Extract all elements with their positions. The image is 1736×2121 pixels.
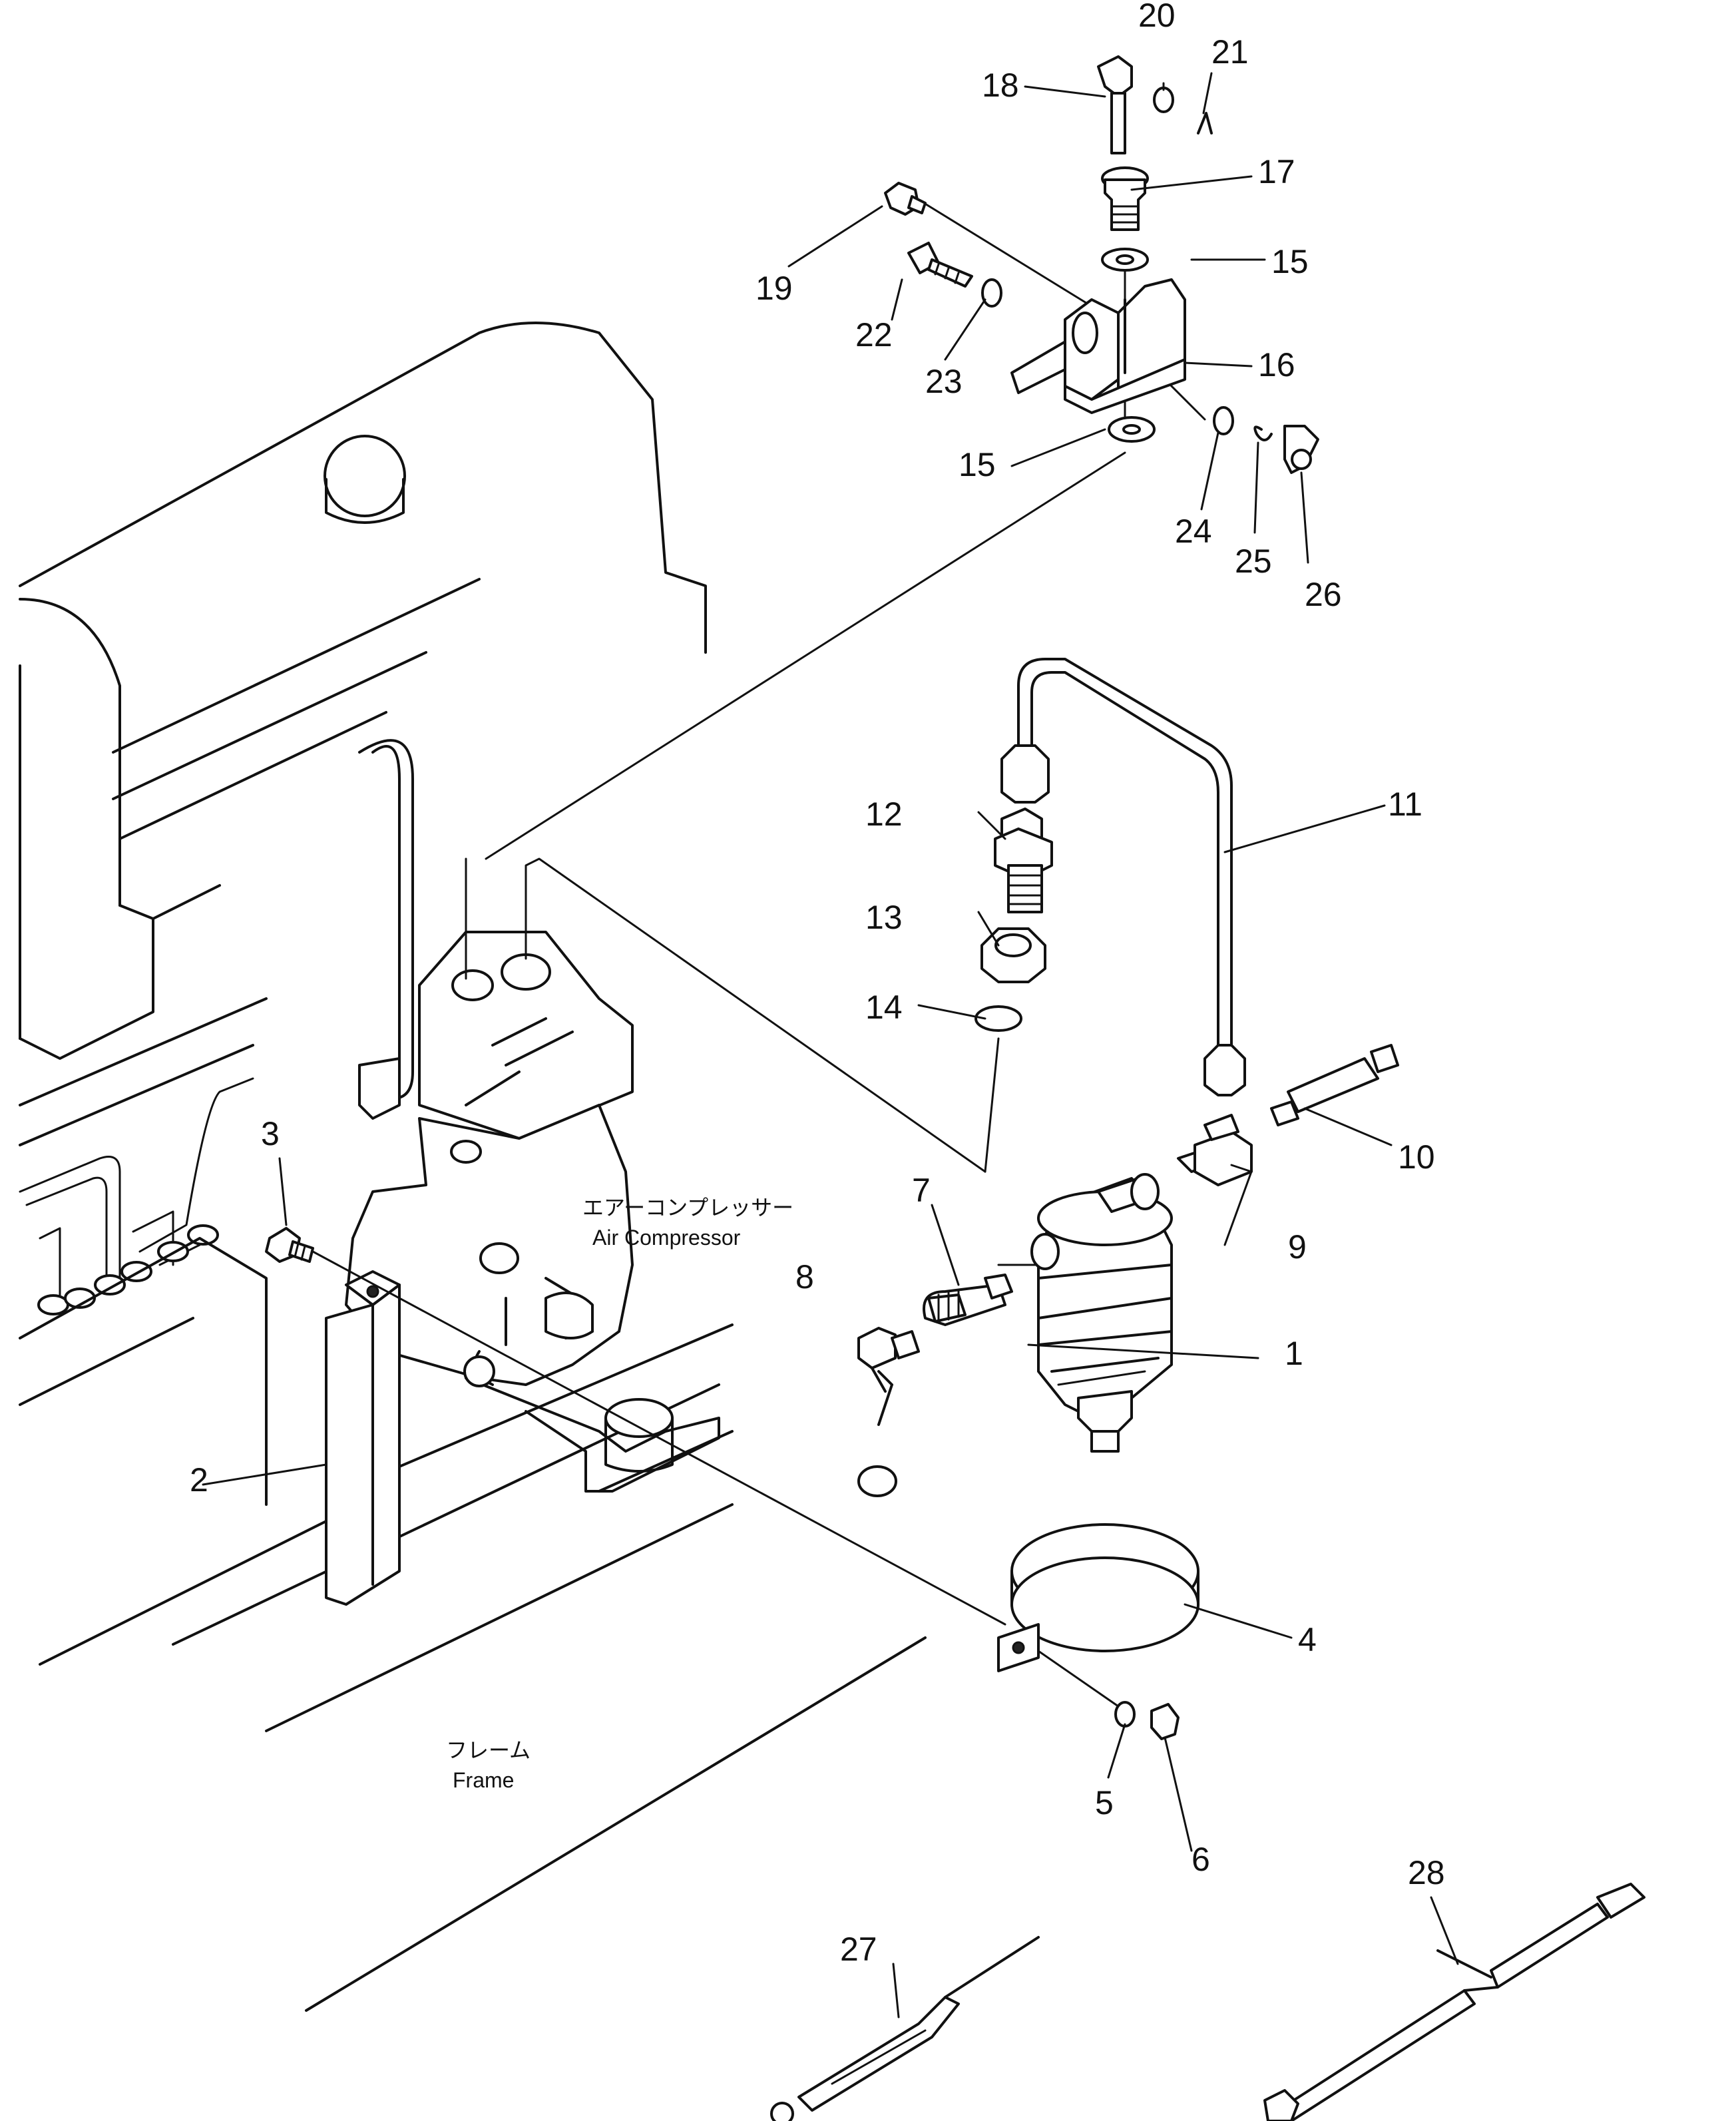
callout-13: 13 — [865, 899, 903, 936]
filter-part-1 — [1030, 1173, 1173, 1453]
callout-4: 4 — [1298, 1621, 1317, 1658]
air-compressor-label-en: Air Compressor — [592, 1226, 741, 1250]
bolt-part-3 — [265, 1227, 314, 1263]
callout-23: 23 — [925, 363, 963, 400]
tool-part-27 — [770, 1936, 1040, 2121]
callout-2: 2 — [190, 1461, 208, 1499]
callout-1: 1 — [1285, 1335, 1303, 1372]
drain-parts-7-8 — [857, 1274, 1013, 1497]
callout-26: 26 — [1305, 576, 1342, 613]
air-compressor — [345, 931, 720, 1493]
callout-8: 8 — [795, 1258, 814, 1296]
callout-numbers: 1 2 3 4 5 6 7 8 9 10 11 12 13 14 15 15 1… — [190, 0, 1445, 1968]
callout-15-upper: 15 — [1271, 243, 1309, 280]
callout-18: 18 — [982, 67, 1019, 104]
callout-24: 24 — [1175, 513, 1212, 550]
callout-28: 28 — [1408, 1854, 1445, 1891]
callout-5: 5 — [1095, 1784, 1114, 1821]
bracket-part-2 — [325, 1270, 401, 1606]
air-compressor-label-jp: エアーコンプレッサー — [582, 1196, 793, 1220]
callout-6: 6 — [1192, 1841, 1210, 1878]
pipe-part-11 — [1000, 658, 1246, 1096]
tool-part-28 — [1263, 1883, 1645, 2121]
callout-22: 22 — [855, 316, 893, 354]
callout-27: 27 — [840, 1931, 877, 1968]
callout-12: 12 — [865, 796, 903, 833]
callout-leaders — [202, 72, 1459, 2018]
callout-10: 10 — [1398, 1138, 1435, 1176]
callout-7: 7 — [912, 1172, 931, 1209]
fitting-parts-12-14 — [975, 808, 1053, 1032]
callout-17: 17 — [1258, 153, 1295, 190]
callout-21: 21 — [1211, 33, 1249, 71]
callout-20: 20 — [1138, 0, 1176, 34]
band-clamp-part-4 — [997, 1523, 1199, 1740]
valve-bracket-assembly — [884, 55, 1319, 474]
engine-outline — [19, 322, 927, 2012]
callout-15-lower: 15 — [959, 446, 996, 483]
callout-25: 25 — [1235, 543, 1272, 580]
callout-9: 9 — [1288, 1228, 1307, 1266]
callout-11: 11 — [1388, 786, 1422, 823]
callout-14: 14 — [865, 989, 903, 1026]
frame-label-en: Frame — [453, 1768, 514, 1792]
text-labels: エアーコンプレッサー Air Compressor フレーム Frame — [446, 1196, 793, 1792]
tee-and-valve-parts-9-10 — [1177, 1044, 1399, 1186]
callout-19: 19 — [756, 270, 793, 307]
callout-16: 16 — [1258, 346, 1295, 383]
callout-3: 3 — [261, 1115, 280, 1152]
frame-label-jp: フレーム — [446, 1738, 531, 1762]
